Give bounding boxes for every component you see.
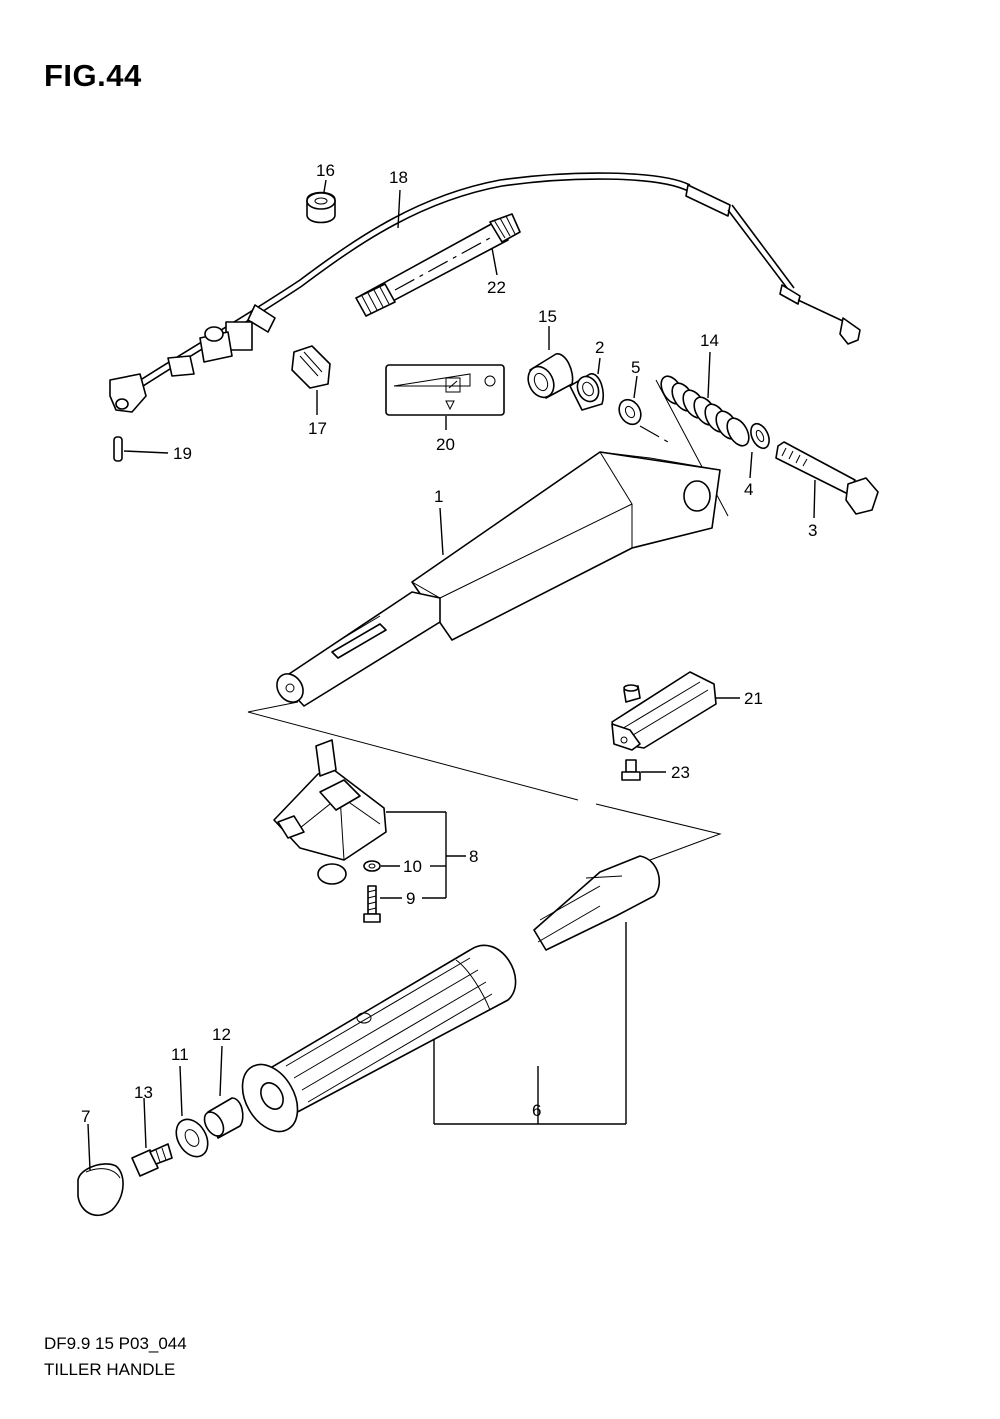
part-7-cap [77, 1163, 124, 1216]
callout-23: 23 [671, 763, 690, 782]
leader-3 [813, 479, 816, 519]
leader-4 [749, 451, 753, 479]
part-22-shaft [355, 213, 521, 317]
callout-17: 17 [308, 419, 327, 438]
callout-5: 5 [631, 358, 640, 377]
part-9-screw [363, 885, 381, 923]
part-23-screw [621, 759, 641, 781]
part-11-washer [175, 1118, 209, 1158]
callout-4: 4 [744, 480, 753, 499]
guide-line [247, 701, 579, 801]
leader-5 [633, 375, 638, 399]
part-19-pin [113, 436, 123, 462]
part-12-collar [203, 1097, 244, 1139]
leader-11 [179, 1065, 183, 1117]
callout-11: 11 [171, 1045, 189, 1064]
callout-6: 6 [532, 1101, 541, 1120]
figure-code: DF9.9 15 P03_044 [44, 1334, 187, 1353]
leader-2 [597, 357, 601, 375]
leader-1 [439, 507, 444, 556]
callout-7: 7 [81, 1107, 90, 1126]
callout-21: 21 [744, 689, 763, 708]
part-4-washer [750, 422, 770, 450]
callout-14: 14 [700, 331, 719, 350]
callout-20: 20 [436, 435, 455, 454]
part-5-washer [618, 398, 642, 426]
part-3-bolt [775, 441, 879, 515]
part-17-clip [291, 345, 331, 389]
part-13-bolt [131, 1143, 173, 1177]
callout-1: 1 [434, 487, 443, 506]
callout-15: 15 [538, 307, 557, 326]
callout-12: 12 [212, 1025, 231, 1044]
part-14-spring [660, 375, 750, 447]
callout-16: 16 [316, 161, 335, 180]
leader-7 [87, 1123, 91, 1171]
leader-14 [707, 351, 711, 399]
leader-16 [323, 179, 327, 193]
callout-10: 10 [403, 857, 422, 876]
guide-line [639, 425, 669, 443]
part-21-bracket [611, 671, 717, 751]
part-10-washer [363, 860, 381, 872]
figure-name: TILLER HANDLE [44, 1360, 176, 1379]
figure-title: FIG.44 [44, 58, 142, 93]
part-15-collar [527, 353, 574, 399]
part-16-grommet [306, 191, 336, 224]
part-8-switch [273, 739, 387, 885]
guide-line [595, 803, 722, 861]
part-6-grip [241, 855, 661, 1133]
leader-18 [397, 189, 401, 229]
leader-19 [123, 450, 169, 454]
callout-22: 22 [487, 278, 506, 297]
leader-22 [491, 247, 498, 276]
leader-13 [143, 1097, 147, 1149]
part-2-bushing [569, 373, 605, 411]
callout-19: 19 [173, 444, 192, 463]
callout-3: 3 [808, 521, 817, 540]
callout-18: 18 [389, 168, 408, 187]
part-1-tiller-arm [276, 451, 721, 707]
callout-13: 13 [134, 1083, 153, 1102]
callout-9: 9 [406, 889, 415, 908]
part-20-label [385, 364, 505, 416]
callout-8: 8 [469, 847, 478, 866]
leader-12 [219, 1045, 223, 1097]
part-18-throttle-cable [109, 172, 861, 413]
callout-2: 2 [595, 338, 604, 357]
